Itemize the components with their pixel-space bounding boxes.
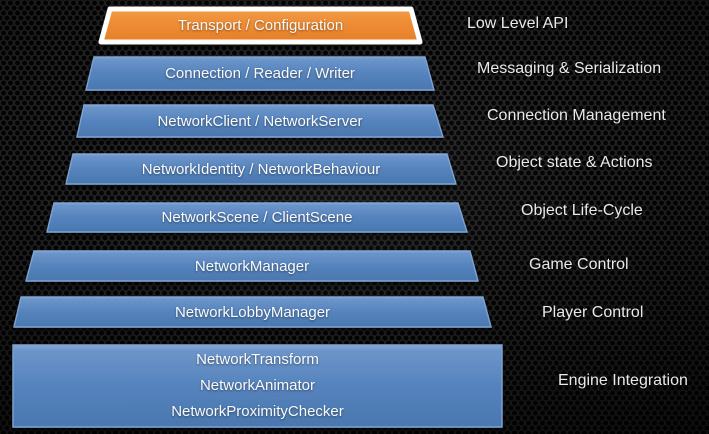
layer-label-engine-line1: NetworkTransform: [196, 351, 319, 368]
layer-label-engine-line2: NetworkAnimator: [199, 377, 316, 394]
annotation-low-level-api: Low Level API: [467, 15, 569, 32]
layer-label-engine: NetworkTransform NetworkAnimator Network…: [13, 345, 502, 427]
layer-label-lobby-manager: NetworkLobbyManager: [174, 303, 331, 321]
layer-label-scene: NetworkScene / ClientScene: [161, 209, 353, 226]
layer-label-transport: Transport / Configuration: [177, 17, 344, 34]
annotation-player-control: Player Control: [542, 304, 644, 321]
layer-label-connection: Connection / Reader / Writer: [165, 65, 355, 82]
layer-label-manager: NetworkManager: [194, 257, 310, 275]
layer-label-identity-behaviour: NetworkIdentity / NetworkBehaviour: [141, 160, 381, 178]
annotation-connection-management: Connection Management: [487, 107, 666, 124]
annotation-messaging-serialization: Messaging & Serialization: [477, 60, 662, 77]
layer-label-client-server: NetworkClient / NetworkServer: [157, 112, 363, 130]
annotation-game-control: Game Control: [529, 256, 629, 273]
annotation-object-state-actions: Object state & Actions: [496, 154, 653, 171]
annotation-engine-integration: Engine Integration: [558, 372, 688, 389]
layer-label-engine-line3: NetworkProximityChecker: [171, 403, 344, 420]
annotation-object-life-cycle: Object Life-Cycle: [521, 202, 643, 219]
